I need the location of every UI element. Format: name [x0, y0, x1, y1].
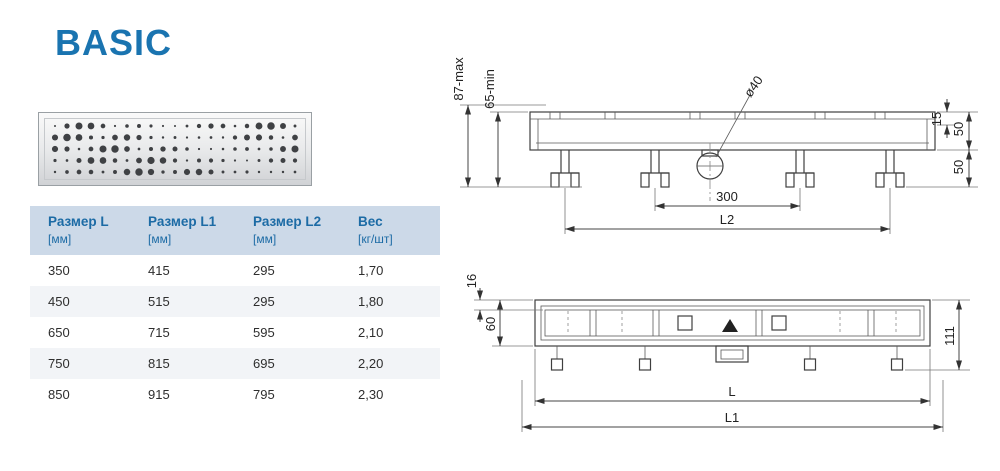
grate-slot-right	[771, 315, 787, 331]
cell-weight: 2,20	[358, 356, 384, 371]
grate-slot-left	[677, 315, 693, 331]
cell-l: 750	[48, 356, 70, 371]
cell-l2: 695	[253, 356, 275, 371]
column-header-l1: Размер L1 [мм]	[130, 206, 235, 255]
technical-drawings: ø40 87-max 65-min 15 50 50 3	[451, 57, 978, 432]
cell-l: 850	[48, 387, 70, 402]
cell-l1: 915	[148, 387, 170, 402]
cell-l2: 595	[253, 325, 275, 340]
flow-direction-mark	[722, 319, 738, 332]
grate-hatch-marks	[567, 311, 897, 335]
table-row: 450 515 295 1,80	[30, 286, 440, 317]
dim-16: 16	[464, 274, 479, 288]
support-legs	[550, 150, 905, 188]
dim-87-max: 87-max	[451, 57, 466, 101]
side-view-drawing: ø40 87-max 65-min 15 50 50 3	[451, 57, 978, 234]
grate-dot-pattern	[51, 122, 299, 176]
cell-weight: 2,30	[358, 387, 384, 402]
column-header-weight: Вес [кг/шт]	[340, 206, 440, 255]
grate-slot-ticks	[549, 112, 886, 119]
grate-svg	[38, 112, 312, 186]
plan-feet	[550, 346, 904, 371]
dim-diameter-40: ø40	[741, 73, 766, 100]
table-row: 750 815 695 2,20	[30, 348, 440, 379]
dim-65-min: 65-min	[482, 69, 497, 109]
dim-l1: L1	[725, 410, 739, 425]
column-header-l: Размер L [мм]	[30, 206, 130, 255]
dim-l: L	[728, 384, 735, 399]
dim-50-top: 50	[951, 122, 966, 136]
column-header-label: Размер L2	[253, 214, 322, 229]
column-header-unit: [кг/шт]	[358, 232, 393, 246]
cell-l2: 795	[253, 387, 275, 402]
table-row: 350 415 295 1,70	[30, 255, 440, 286]
dim-60: 60	[483, 317, 498, 331]
cell-l1: 415	[148, 263, 170, 278]
column-header-unit: [мм]	[148, 232, 172, 246]
column-header-label: Вес	[358, 214, 383, 229]
column-header-l2: Размер L2 [мм]	[235, 206, 340, 255]
plan-outlet	[715, 345, 749, 363]
size-table-header: Размер L [мм] Размер L1 [мм] Размер L2 […	[30, 206, 440, 255]
table-row: 650 715 595 2,10	[30, 317, 440, 348]
page-title: BASIC	[55, 22, 173, 63]
cell-l1: 715	[148, 325, 170, 340]
cell-l1: 815	[148, 356, 170, 371]
cell-weight: 2,10	[358, 325, 384, 340]
cell-l: 650	[48, 325, 70, 340]
dim-l2: L2	[720, 212, 734, 227]
dim-15: 15	[929, 112, 944, 126]
column-header-label: Размер L	[48, 214, 109, 229]
column-header-unit: [мм]	[253, 232, 277, 246]
column-header-unit: [мм]	[48, 232, 72, 246]
drain-outlet	[696, 94, 751, 201]
grate-segments	[589, 310, 875, 336]
dim-111: 111	[942, 326, 957, 346]
table-row: 850 915 795 2,30	[30, 379, 440, 410]
dim-300: 300	[716, 189, 738, 204]
grate-product-image	[38, 112, 312, 186]
cell-l1: 515	[148, 294, 170, 309]
size-table: Размер L [мм] Размер L1 [мм] Размер L2 […	[30, 206, 440, 410]
cell-weight: 1,70	[358, 263, 384, 278]
column-header-label: Размер L1	[148, 214, 217, 229]
cell-l: 350	[48, 263, 70, 278]
cell-l2: 295	[253, 294, 275, 309]
dim-50-bottom: 50	[951, 160, 966, 174]
cell-l2: 295	[253, 263, 275, 278]
plan-view-drawing: 16 60 111 L L1	[464, 274, 970, 432]
cell-l: 450	[48, 294, 70, 309]
cell-weight: 1,80	[358, 294, 384, 309]
